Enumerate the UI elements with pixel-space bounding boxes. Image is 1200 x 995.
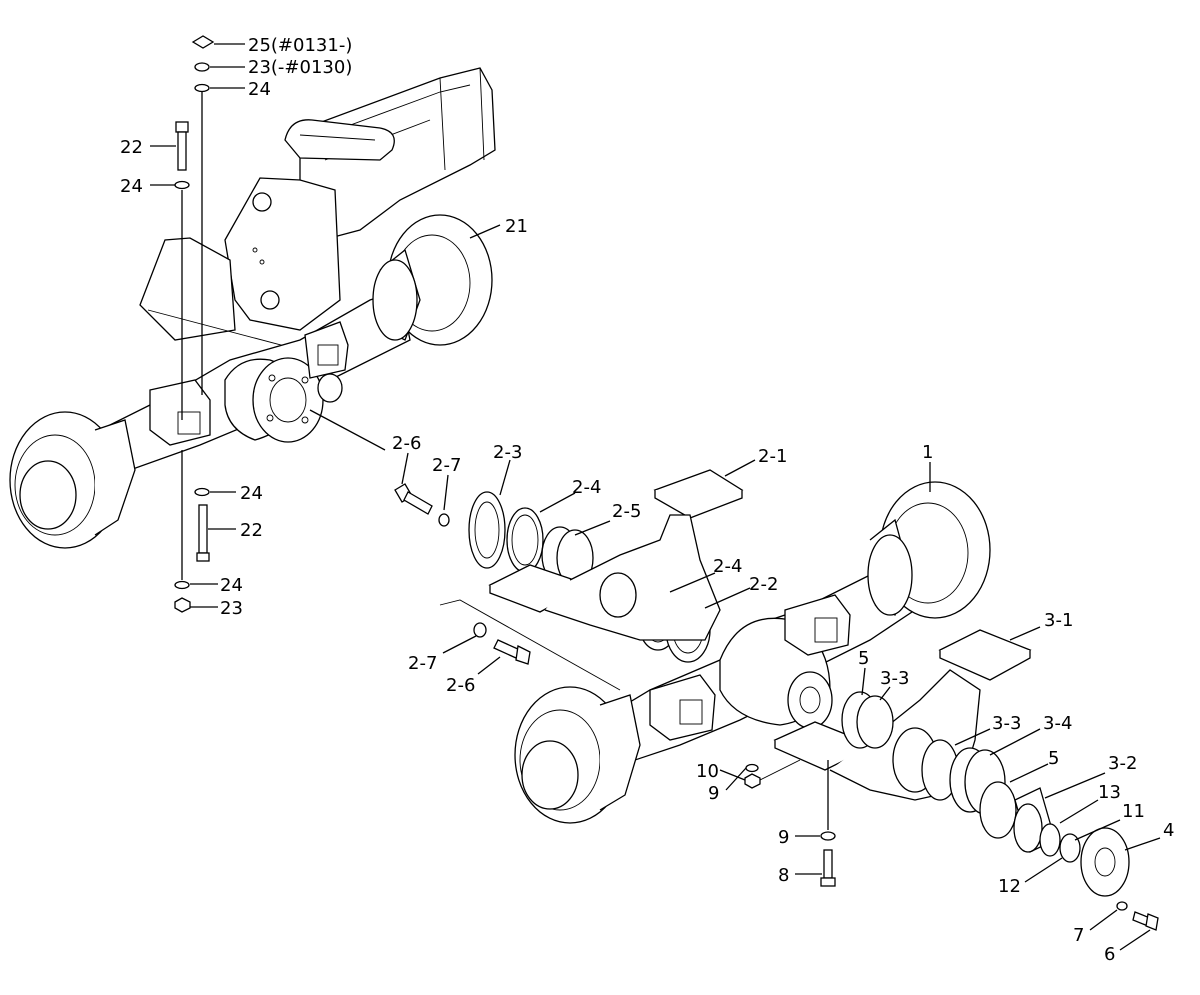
label-4: 4 [1163,820,1174,841]
label-3-3-upper: 3-3 [880,668,909,689]
main-axle [514,481,991,824]
label-6: 6 [1104,944,1115,965]
label-21: 21 [505,216,528,237]
label-2-4-lower: 2-4 [713,556,742,577]
label-2-7-lower: 2-7 [408,653,437,674]
label-2-6-upper: 2-6 [392,433,421,454]
front-bracket [439,469,744,691]
flange-bolt-lower [473,622,531,665]
label-12: 12 [998,876,1021,897]
label-23-upper: 23(-#0130) [248,57,352,78]
callout-labels: 25(#0131-) 23(-#0130) 24 22 24 21 24 22 … [120,35,1174,965]
label-22-upper: 22 [120,137,143,158]
rear-frame-assembly [9,67,496,549]
label-2-3: 2-3 [493,442,522,463]
label-23-lower: 23 [220,598,243,619]
label-8: 8 [778,865,789,886]
label-9-upper: 9 [708,783,719,804]
label-22-lower: 22 [240,520,263,541]
label-11: 11 [1122,801,1145,822]
label-5-lower: 5 [1048,748,1059,769]
label-9-lower: 9 [778,827,789,848]
label-2-4-upper: 2-4 [572,477,601,498]
label-1: 1 [922,442,933,463]
label-2-6-lower: 2-6 [446,675,475,696]
pivot-hardware [744,760,1159,931]
label-24-upper: 24 [120,176,143,197]
label-10: 10 [696,761,719,782]
label-2-5: 2-5 [612,501,641,522]
label-3-2: 3-2 [1108,753,1137,774]
label-2-1: 2-1 [758,446,787,467]
label-3-1: 3-1 [1044,610,1073,631]
label-24-top: 24 [248,79,271,100]
label-25: 25(#0131-) [248,35,352,56]
label-24-mid: 24 [240,483,263,504]
pivot-parts [841,691,1130,897]
label-2-7-upper: 2-7 [432,455,461,476]
label-3-4: 3-4 [1043,713,1072,734]
label-13: 13 [1098,782,1121,803]
label-2-2: 2-2 [749,574,778,595]
label-7: 7 [1073,925,1084,946]
label-5-upper: 5 [858,648,869,669]
flange-bolt-upper [394,483,450,527]
label-3-3-lower: 3-3 [992,713,1021,734]
mount-hardware-left [174,35,215,613]
leader-lines [150,43,1161,951]
label-24-lower: 24 [220,575,243,596]
